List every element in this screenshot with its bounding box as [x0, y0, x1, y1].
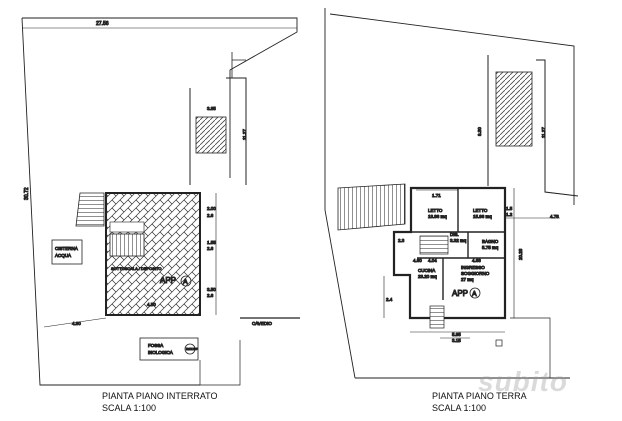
- cisterna-acqua: [51, 239, 83, 265]
- cavedio-label: CAVEDIO: [252, 321, 272, 326]
- left-dim-e: 1.55: [207, 240, 216, 245]
- right-d4: 4.04: [428, 258, 437, 263]
- right-lot-boundary: [324, 8, 575, 379]
- right-dim-w: 4.78: [550, 214, 559, 219]
- letto1-area: 18.86 mq: [428, 214, 447, 219]
- watermark-logo: subito: [478, 366, 568, 397]
- left-dim-a: 3.85: [207, 106, 216, 111]
- fossa-label-2: BIOLOGICA: [148, 350, 173, 355]
- left-dim-j: 4.50: [147, 302, 156, 307]
- cisterna-label-1: CISTERNA: [55, 246, 78, 251]
- imhoff-label: IMHOFF: [186, 347, 198, 351]
- left-plan: 27.56 30.72 3.85 11.27 SOTTOSCALA / DEPO…: [21, 17, 300, 386]
- left-caption-scale: SCALA 1:100: [102, 403, 157, 413]
- left-room-label: SOTTOSCALA / DEPOSITO: [111, 266, 162, 271]
- bagno-name: BAGNO: [482, 239, 499, 244]
- letto2-name: LETTO: [473, 208, 488, 213]
- left-dim-f: 2.6: [207, 246, 214, 251]
- cucina-name: CUCINA: [418, 268, 435, 273]
- left-dim-d: 2.6: [207, 213, 214, 218]
- bagno-area: 5.75 mq: [482, 245, 499, 250]
- left-dim-c: 2.00: [207, 206, 216, 211]
- right-stair-well: [419, 235, 449, 255]
- left-dim-h: 2.6: [207, 293, 214, 298]
- right-plan: 9.30 11.27 LETTO 18.86 mq LETTO 15.96 mq…: [324, 8, 579, 379]
- left-caption-title: PIANTA PIANO INTERRATO: [102, 391, 218, 401]
- left-stair-well: [109, 233, 145, 257]
- right-d3: 4.60: [413, 258, 422, 263]
- right-dim-top-a: 9.30: [477, 127, 482, 136]
- fossa-biologica: [139, 337, 199, 361]
- right-d2: 2.3: [398, 238, 405, 243]
- cisterna-label-2: ACQUA: [55, 253, 71, 258]
- right-d9: 5.95: [452, 332, 461, 337]
- soggiorno-name: SOGGIORNO: [461, 271, 490, 276]
- left-ramp: [75, 192, 105, 227]
- fossa-label-1: FOSSA: [148, 343, 163, 348]
- right-app-label: APP: [452, 289, 468, 298]
- left-lot-boundary: [21, 17, 298, 386]
- left-dim-b: 11.27: [242, 129, 247, 140]
- left-side-dim: 30.72: [24, 187, 30, 200]
- left-app-label: APP: [160, 276, 176, 285]
- right-dim-top-b: 11.27: [541, 127, 546, 138]
- dis-name: DIS.: [450, 232, 459, 237]
- left-top-dim: 27.56: [96, 21, 109, 27]
- left-dim-i: 4.90: [72, 321, 81, 326]
- letto1-name: LETTO: [428, 208, 443, 213]
- right-d1: 1.71: [432, 193, 441, 198]
- right-upper-stair: [495, 71, 533, 147]
- right-caption-scale: SCALA 1:100: [432, 403, 487, 413]
- letto2-area: 15.96 mq: [473, 214, 492, 219]
- ingresso-name: INGRESSO: [461, 265, 485, 270]
- dis-area: 3.32 mq: [450, 238, 467, 243]
- left-upper-stair: [195, 116, 227, 154]
- right-house-walls: [392, 186, 507, 320]
- right-d10: 3.15: [452, 338, 461, 343]
- right-caption-title: PIANTA PIANO TERRA: [432, 391, 527, 401]
- right-d8: 2.4: [386, 297, 393, 302]
- right-ramp: [337, 183, 406, 231]
- left-dim-g: 3.50: [207, 287, 216, 292]
- right-app-circle: A: [472, 291, 477, 298]
- left-app-circle: A: [183, 279, 188, 286]
- right-d5: 4.68: [472, 258, 481, 263]
- right-d6: 1.5: [506, 206, 513, 211]
- soggiorno-area: 27 mq: [461, 277, 474, 282]
- right-d7: 1.2: [506, 212, 513, 217]
- cucina-area: 23.20 mq: [418, 274, 437, 279]
- right-dim-side: 20.23: [518, 248, 523, 260]
